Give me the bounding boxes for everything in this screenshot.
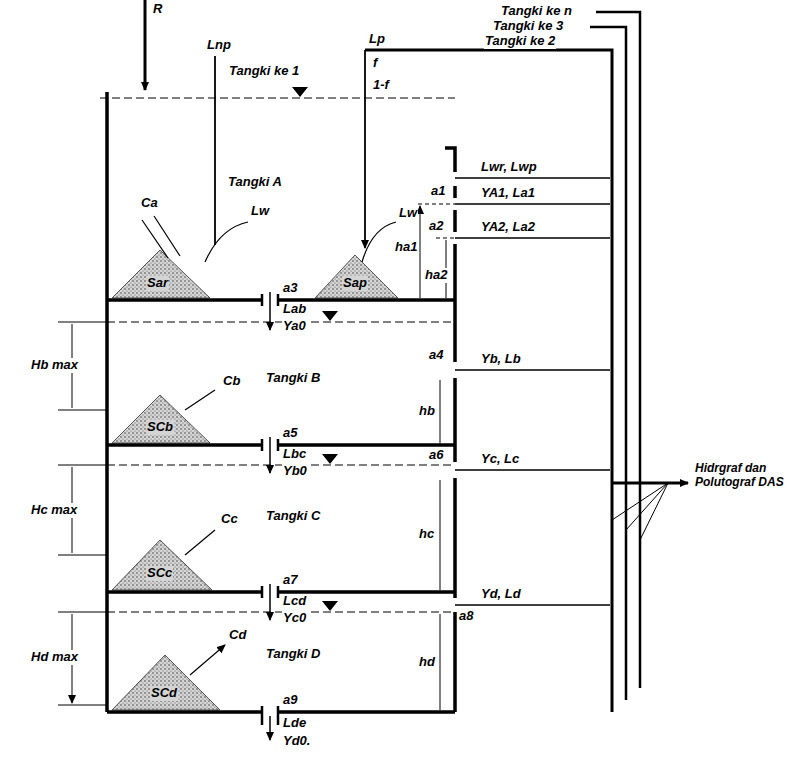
symbol-label: Cd: [228, 628, 247, 643]
flow-label: Lab: [282, 302, 307, 317]
tank-name: Tangki B: [265, 371, 321, 386]
symbol-label: hb: [418, 404, 436, 419]
symbol-label: ha2: [424, 268, 448, 283]
symbol-label: Sar: [146, 276, 169, 291]
symbol-label: a6: [428, 448, 444, 463]
symbol-label: a3: [282, 281, 298, 296]
symbol-label: Hc max: [30, 503, 78, 518]
symbol-label: Yb0: [282, 464, 308, 479]
flow-label: Lcd: [282, 594, 307, 609]
symbol-label: Tangki ke n: [500, 4, 573, 19]
symbol-label: Tangki ke 2: [484, 34, 556, 49]
tank-name: Tangki A: [227, 175, 283, 190]
symbol-label: Lde: [282, 716, 307, 731]
tank-frame: [365, 50, 612, 712]
symbol-label: Yc0: [282, 611, 307, 626]
symbol-label: hd: [418, 655, 436, 670]
symbol-label: Ya0: [282, 319, 307, 334]
tank-compartment: Tangki A: [107, 100, 455, 292]
sediment-pile: [112, 250, 398, 710]
symbol-label: R: [152, 2, 163, 17]
symbol-label: ha1: [394, 240, 418, 255]
rain-arrow: [144, 0, 147, 90]
symbol-label: Lw: [250, 204, 270, 219]
symbol-label: a9: [282, 693, 298, 708]
tank-frame: [590, 12, 640, 700]
symbol-label: YA1, La1: [480, 186, 536, 201]
symbol-label: Lw: [398, 206, 418, 221]
symbol-label: a4: [428, 348, 444, 363]
symbol-label: Hd max: [30, 650, 79, 665]
input-line: [215, 50, 365, 248]
symbol-label: hc: [418, 527, 435, 542]
flow-label: Lbc: [282, 447, 307, 462]
symbol-label: Yb, Lb: [480, 352, 522, 367]
symbol-label: Sap: [342, 276, 368, 291]
symbol-label: Cc: [220, 512, 239, 527]
symbol-label: Yc, Lc: [480, 452, 520, 467]
symbol-label: 1-f: [372, 78, 390, 93]
symbol-label: a7: [282, 573, 298, 588]
symbol-label: Ca: [140, 196, 159, 211]
symbol-label: a2: [428, 219, 444, 234]
symbol-label: SCd: [150, 686, 178, 701]
hydrograph-arrow: [612, 482, 688, 485]
symbol-label: Lwr, Lwp: [480, 160, 538, 175]
water-level-symbol: [292, 87, 338, 611]
symbol-label: Lp: [368, 32, 386, 47]
water-level: [100, 98, 455, 612]
symbol-label: SCb: [146, 420, 174, 435]
symbol-label: a1: [430, 184, 446, 199]
symbol-label: a5: [282, 426, 298, 441]
exchange-arrow: [142, 216, 396, 675]
symbol-label: f: [372, 56, 378, 71]
tank-name: Tangki C: [265, 509, 321, 524]
symbol-label: Yd, Ld: [480, 587, 522, 602]
symbol-label: Hb max: [30, 358, 79, 373]
tank-wall: [107, 92, 455, 712]
symbol-label: YA2, La2: [480, 220, 536, 235]
output-label: Hidrgraf dan Polutograf DAS: [694, 462, 796, 490]
orifice-flow-arrow: [269, 437, 271, 473]
symbol-label: Tangki ke 1: [228, 64, 300, 79]
symbol-label: SCc: [146, 566, 173, 581]
dimension-line: [72, 206, 446, 710]
merge-line: [612, 483, 668, 540]
outlet-level: [418, 204, 455, 238]
symbol-label: Cb: [222, 374, 241, 389]
orifice-flow-arrow: [269, 584, 271, 620]
orifice-flow-arrow: [269, 292, 271, 330]
symbol-label: Lnp: [206, 38, 232, 53]
symbol-label: Tangki ke 3: [492, 19, 564, 34]
symbol-label: Yd0.: [282, 734, 311, 749]
symbol-label: a8: [458, 609, 474, 624]
tank-name: Tangki D: [265, 647, 321, 662]
